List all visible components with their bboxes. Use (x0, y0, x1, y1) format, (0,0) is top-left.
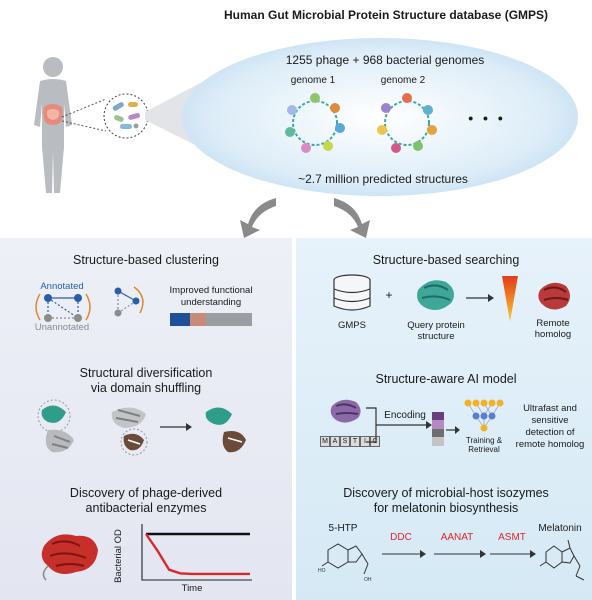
product-label: Melatonin (538, 523, 582, 534)
protein-shuffled-icon (205, 407, 246, 453)
plus-sign: + (385, 288, 393, 302)
embedding-vector-icon (432, 412, 444, 446)
diversification-title-line2: via domain shuffling (90, 381, 202, 395)
zoom-connector (61, 98, 107, 132)
5-htp-molecule-icon: OH HO (318, 543, 372, 582)
od-series-treated (145, 533, 250, 576)
query-protein-icon (417, 280, 454, 310)
melatonin-title-line2: for melatonin biosynthesis (373, 501, 519, 515)
substrate-label: 5-HTP (328, 523, 358, 534)
enzyme-ddc: DDC (390, 532, 412, 543)
neural-network-icon (464, 399, 504, 432)
enzymes-title-line2: antibacterial enzymes (85, 501, 207, 515)
pathway-arrows (382, 550, 536, 558)
training-label-line1: Training & (465, 436, 503, 445)
protein-domain-a-icon (37, 399, 74, 453)
human-body-icon (34, 57, 72, 193)
searching-title: Structure-based searching (372, 253, 520, 267)
genome-count-label: 1255 phage + 968 bacterial genomes (285, 53, 485, 67)
svg-text:HO: HO (318, 568, 326, 574)
gmps-label: GMPS (338, 320, 366, 331)
cluster-graph-icon (35, 293, 91, 322)
seq-token: A (330, 436, 340, 447)
genome-2-ring-icon (377, 93, 437, 153)
genome-2-label: genome 2 (380, 75, 426, 86)
encoding-label: Encoding (384, 410, 426, 421)
remote-homolog-line1: Remote (536, 318, 570, 329)
training-label-line2: Retrieval (468, 445, 500, 454)
figure-title: Human Gut Microbial Protein Structure da… (223, 8, 549, 22)
annotation-progress-bar (170, 313, 252, 326)
shuffle-arrow-icon (160, 423, 192, 431)
genome-1-ring-icon (285, 93, 345, 153)
structure-count-label: ~2.7 million predicted structures (298, 172, 468, 186)
lysin-enzyme-icon (41, 534, 98, 581)
protein-domain-b-icon (111, 407, 148, 456)
seq-token: M (320, 436, 330, 447)
enzyme-asmt: ASMT (498, 532, 526, 543)
arrow-right-icon (334, 198, 370, 238)
train-arrow-icon (446, 426, 460, 434)
unannotated-label: Unannotated (34, 322, 90, 333)
od-chart (141, 524, 252, 581)
enzyme-aanat: AANAT (440, 532, 474, 543)
od-xlabel: Time (181, 583, 203, 594)
ai-result-line4: remote homolog (515, 439, 585, 450)
encoding-arrows-icon (366, 407, 432, 443)
diversification-title-line1: Structural diversification (79, 366, 213, 380)
annotated-label: Annotated (40, 281, 84, 292)
triangle-cluster-icon (114, 286, 144, 317)
genome-1-label: genome 1 (290, 75, 336, 86)
clustering-title: Structure-based clustering (73, 253, 219, 267)
improved-understanding-line1: Improved functional (169, 285, 253, 296)
query-label-line2: structure (417, 331, 455, 342)
more-genomes-ellipsis: • • • (468, 110, 506, 126)
seq-token: T (350, 436, 360, 447)
melatonin-title-line1: Discovery of microbial-host isozymes (343, 486, 549, 500)
ranking-gradient-icon (502, 276, 518, 322)
ai-model-title: Structure-aware AI model (375, 372, 517, 386)
microbiome-magnified-icon (103, 93, 149, 139)
improved-understanding-line2: understanding (180, 297, 242, 308)
ai-result-line3: detection of (525, 427, 575, 438)
remote-homolog-icon (538, 282, 570, 310)
od-axes (141, 524, 252, 581)
ai-result-line1: Ultrafast and (523, 403, 577, 414)
svg-text:OH: OH (364, 577, 372, 582)
input-structure-icon (330, 399, 361, 423)
search-arrow-icon (466, 294, 494, 302)
remote-homolog-line2: homolog (534, 329, 572, 340)
od-ylabel: Bacterial OD (113, 529, 124, 583)
arrow-left-icon (240, 198, 276, 238)
enzymes-title-line1: Discovery of phage-derived (69, 486, 223, 500)
query-label-line1: Query protein (407, 320, 465, 331)
ai-result-line2: sensitive (531, 415, 569, 426)
database-icon (333, 274, 371, 311)
seq-token: S (340, 436, 350, 447)
melatonin-molecule-icon (539, 539, 585, 581)
database-ellipse (182, 38, 578, 196)
